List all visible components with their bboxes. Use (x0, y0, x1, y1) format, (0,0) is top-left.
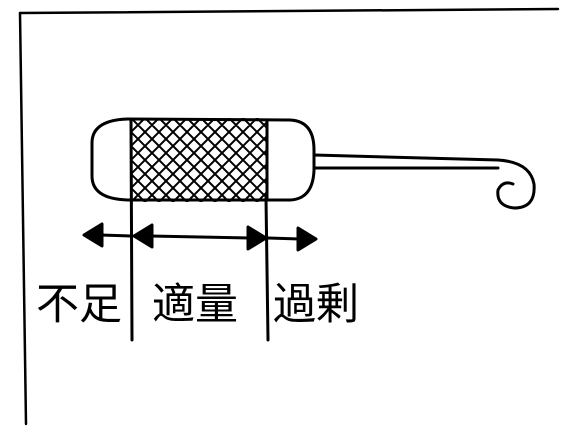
dipstick-hook (312, 153, 536, 210)
level-dividers (129, 118, 270, 342)
arrow-proper (148, 234, 252, 240)
arrowhead-over-right (296, 226, 318, 252)
divider-left (129, 118, 134, 342)
divider-right (264, 196, 270, 342)
dipstick-icon (90, 117, 536, 210)
arrowhead-proper-left (132, 223, 154, 249)
frame-top-border (18, 7, 560, 15)
arrow-under (98, 233, 133, 238)
frame (18, 7, 560, 426)
label-excess: 過剰 (273, 280, 359, 330)
crosshatch-mesh (131, 118, 267, 202)
label-insufficient: 不足 (36, 280, 122, 330)
frame-left-border (18, 11, 28, 426)
label-proper-amount: 適量 (152, 280, 238, 330)
mesh-region (131, 118, 269, 202)
arrowhead-proper-right (246, 225, 268, 251)
range-arrows (82, 222, 318, 252)
arrowhead-under-left (82, 222, 104, 248)
dipstick-body (90, 117, 316, 202)
arrow-over (266, 236, 302, 241)
